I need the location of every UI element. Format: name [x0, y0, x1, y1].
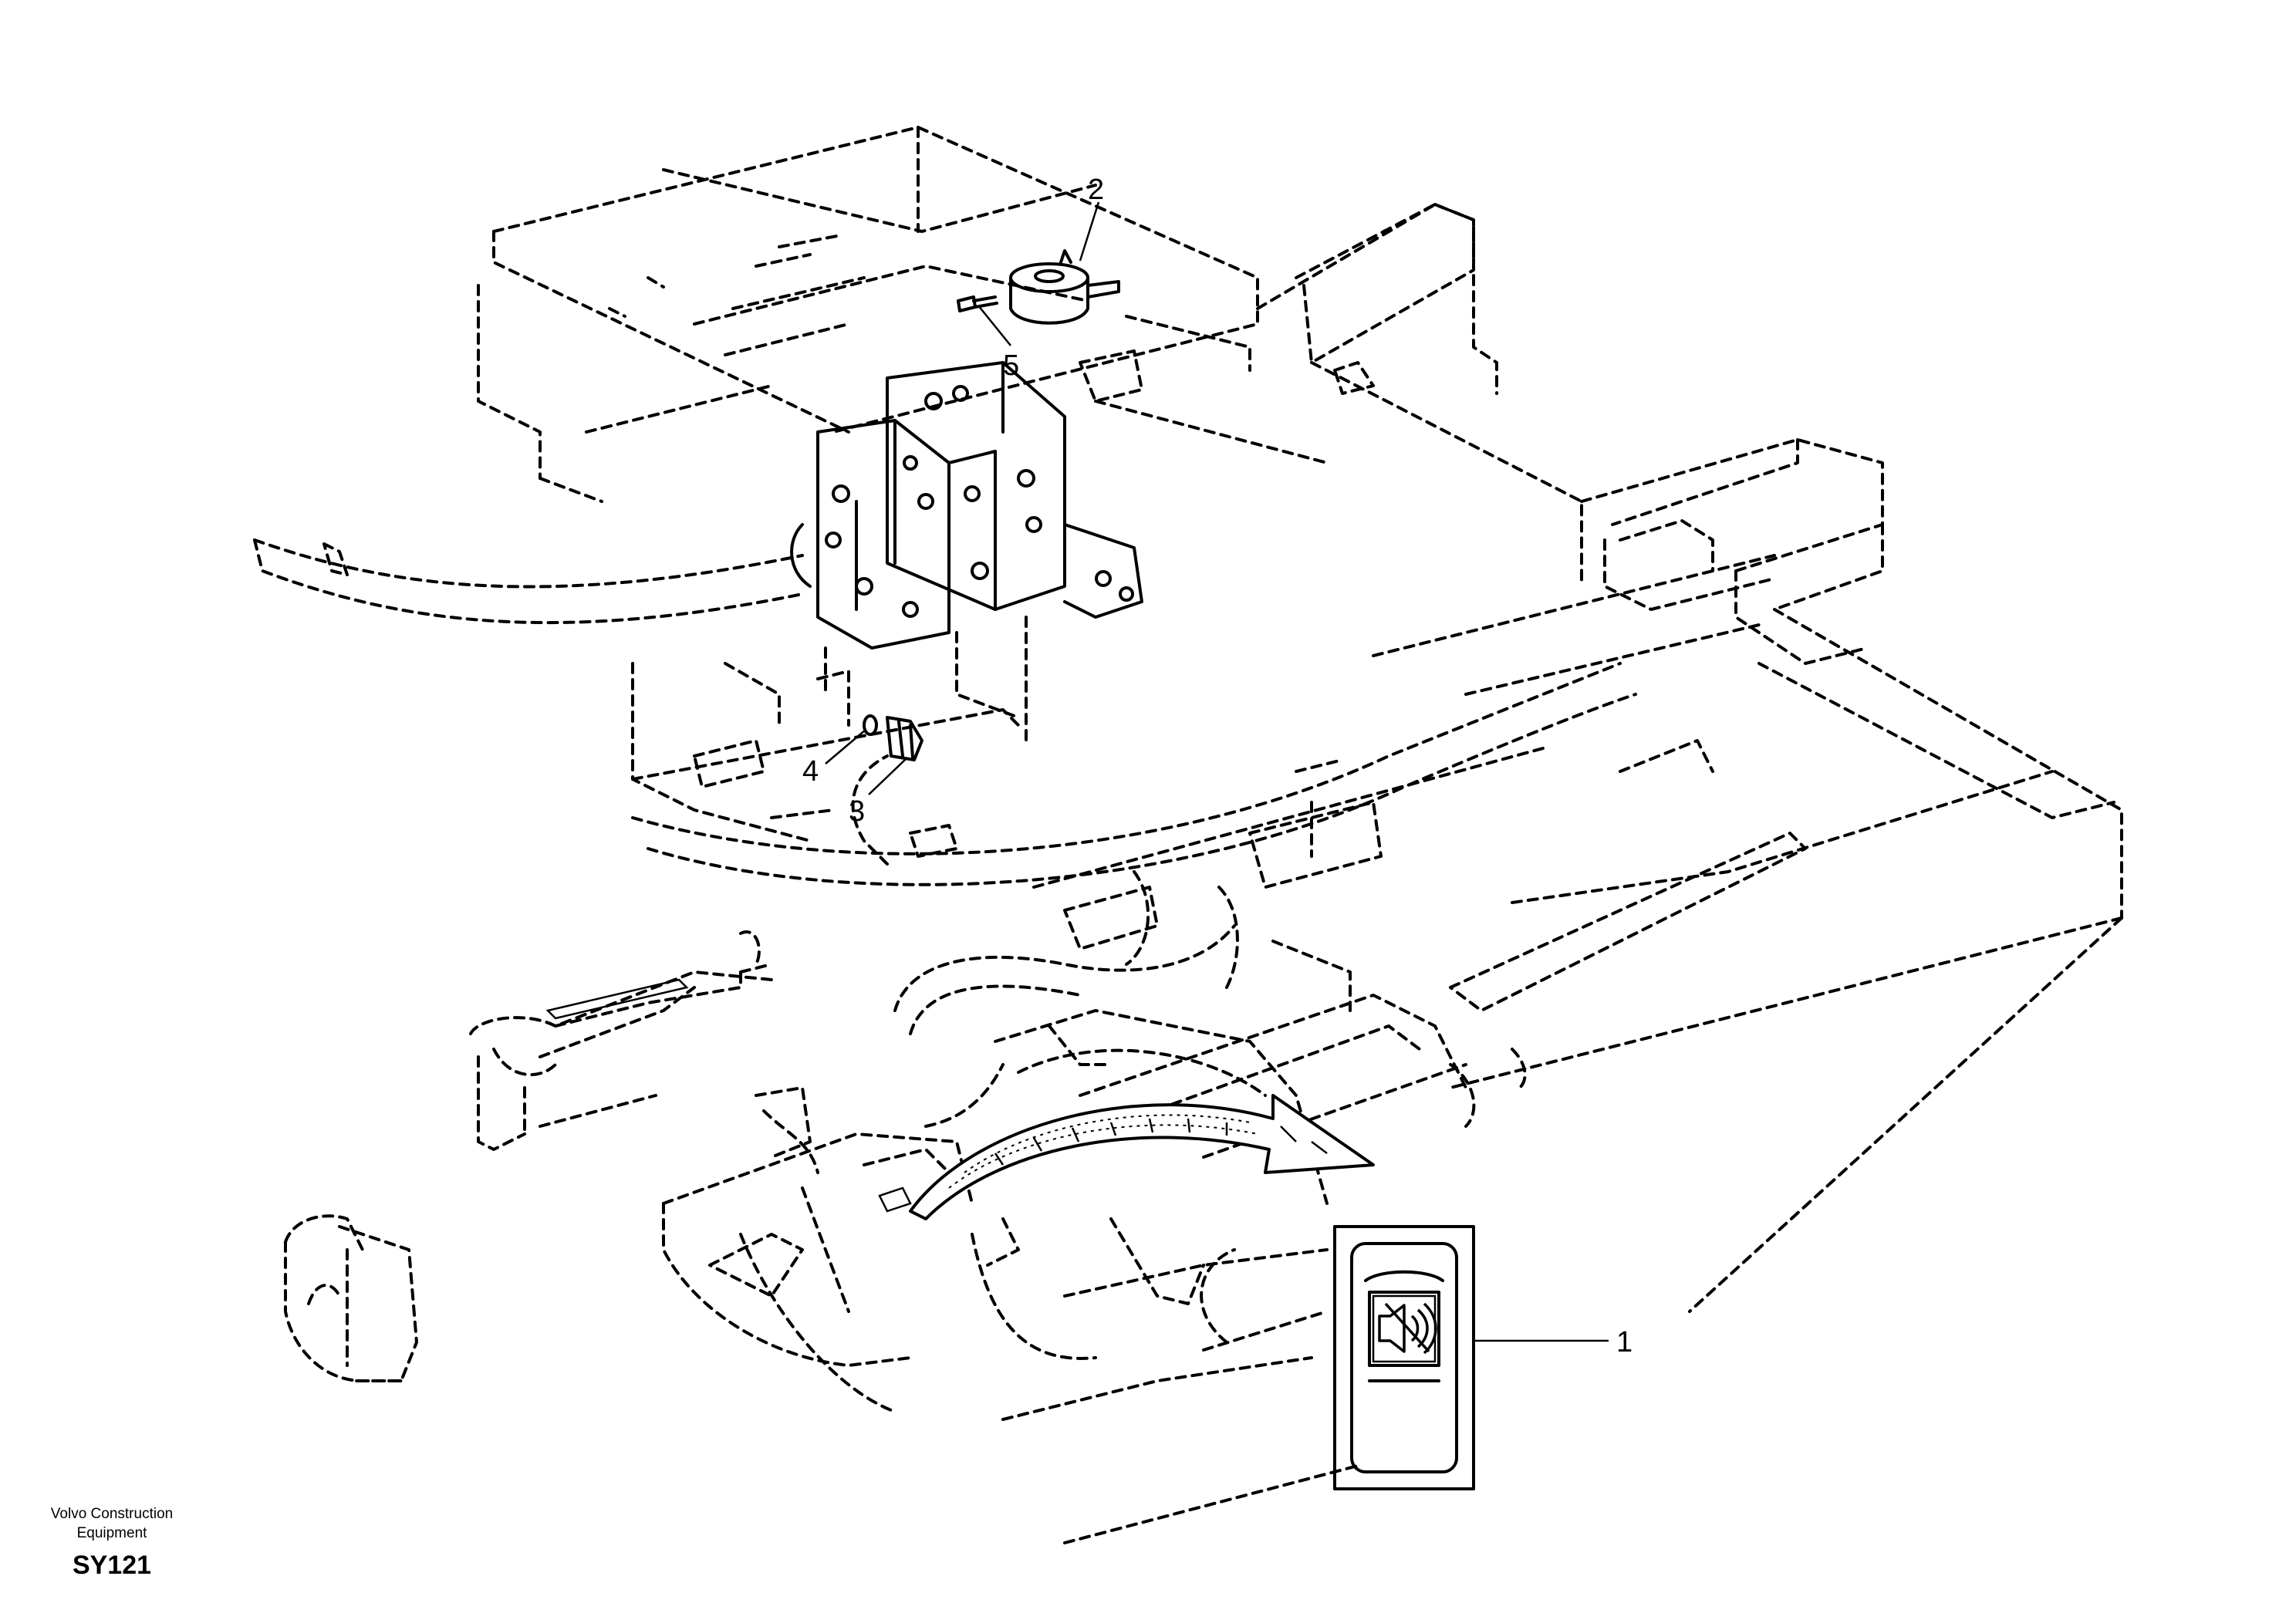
callout-3: 3 [849, 795, 865, 828]
callout-2: 2 [1088, 174, 1104, 206]
footer-drawing-code: SY121 [72, 1551, 152, 1580]
mounting-screw [957, 295, 998, 312]
callout-1: 1 [1616, 1326, 1633, 1358]
footer-company: Volvo Construction Equipment [23, 1504, 201, 1543]
control-valve-block [790, 361, 1143, 742]
control-console [662, 1009, 1329, 1413]
hoses [893, 870, 1527, 1544]
side-panel [284, 1214, 418, 1382]
hydraulic-pipe [253, 538, 1637, 886]
speaker-mute-icon [1378, 1302, 1437, 1355]
alarm-buzzer [1009, 249, 1120, 325]
footer-company-line2: Equipment [76, 1525, 147, 1541]
mute-switch [1333, 1225, 1475, 1490]
pressure-switch [863, 714, 923, 761]
curved-arrow-icon [909, 1094, 1375, 1220]
upper-frame [477, 126, 1259, 503]
footer-company-line1: Volvo Construction [50, 1506, 174, 1522]
callout-5: 5 [1003, 349, 1019, 382]
lower-frame [631, 662, 1020, 858]
platform-frame [1032, 438, 2123, 1313]
callout-4: 4 [802, 755, 819, 788]
pedal-assembly [469, 930, 773, 1151]
right-beam [1094, 203, 1583, 588]
callout-leaders [825, 201, 1609, 1342]
